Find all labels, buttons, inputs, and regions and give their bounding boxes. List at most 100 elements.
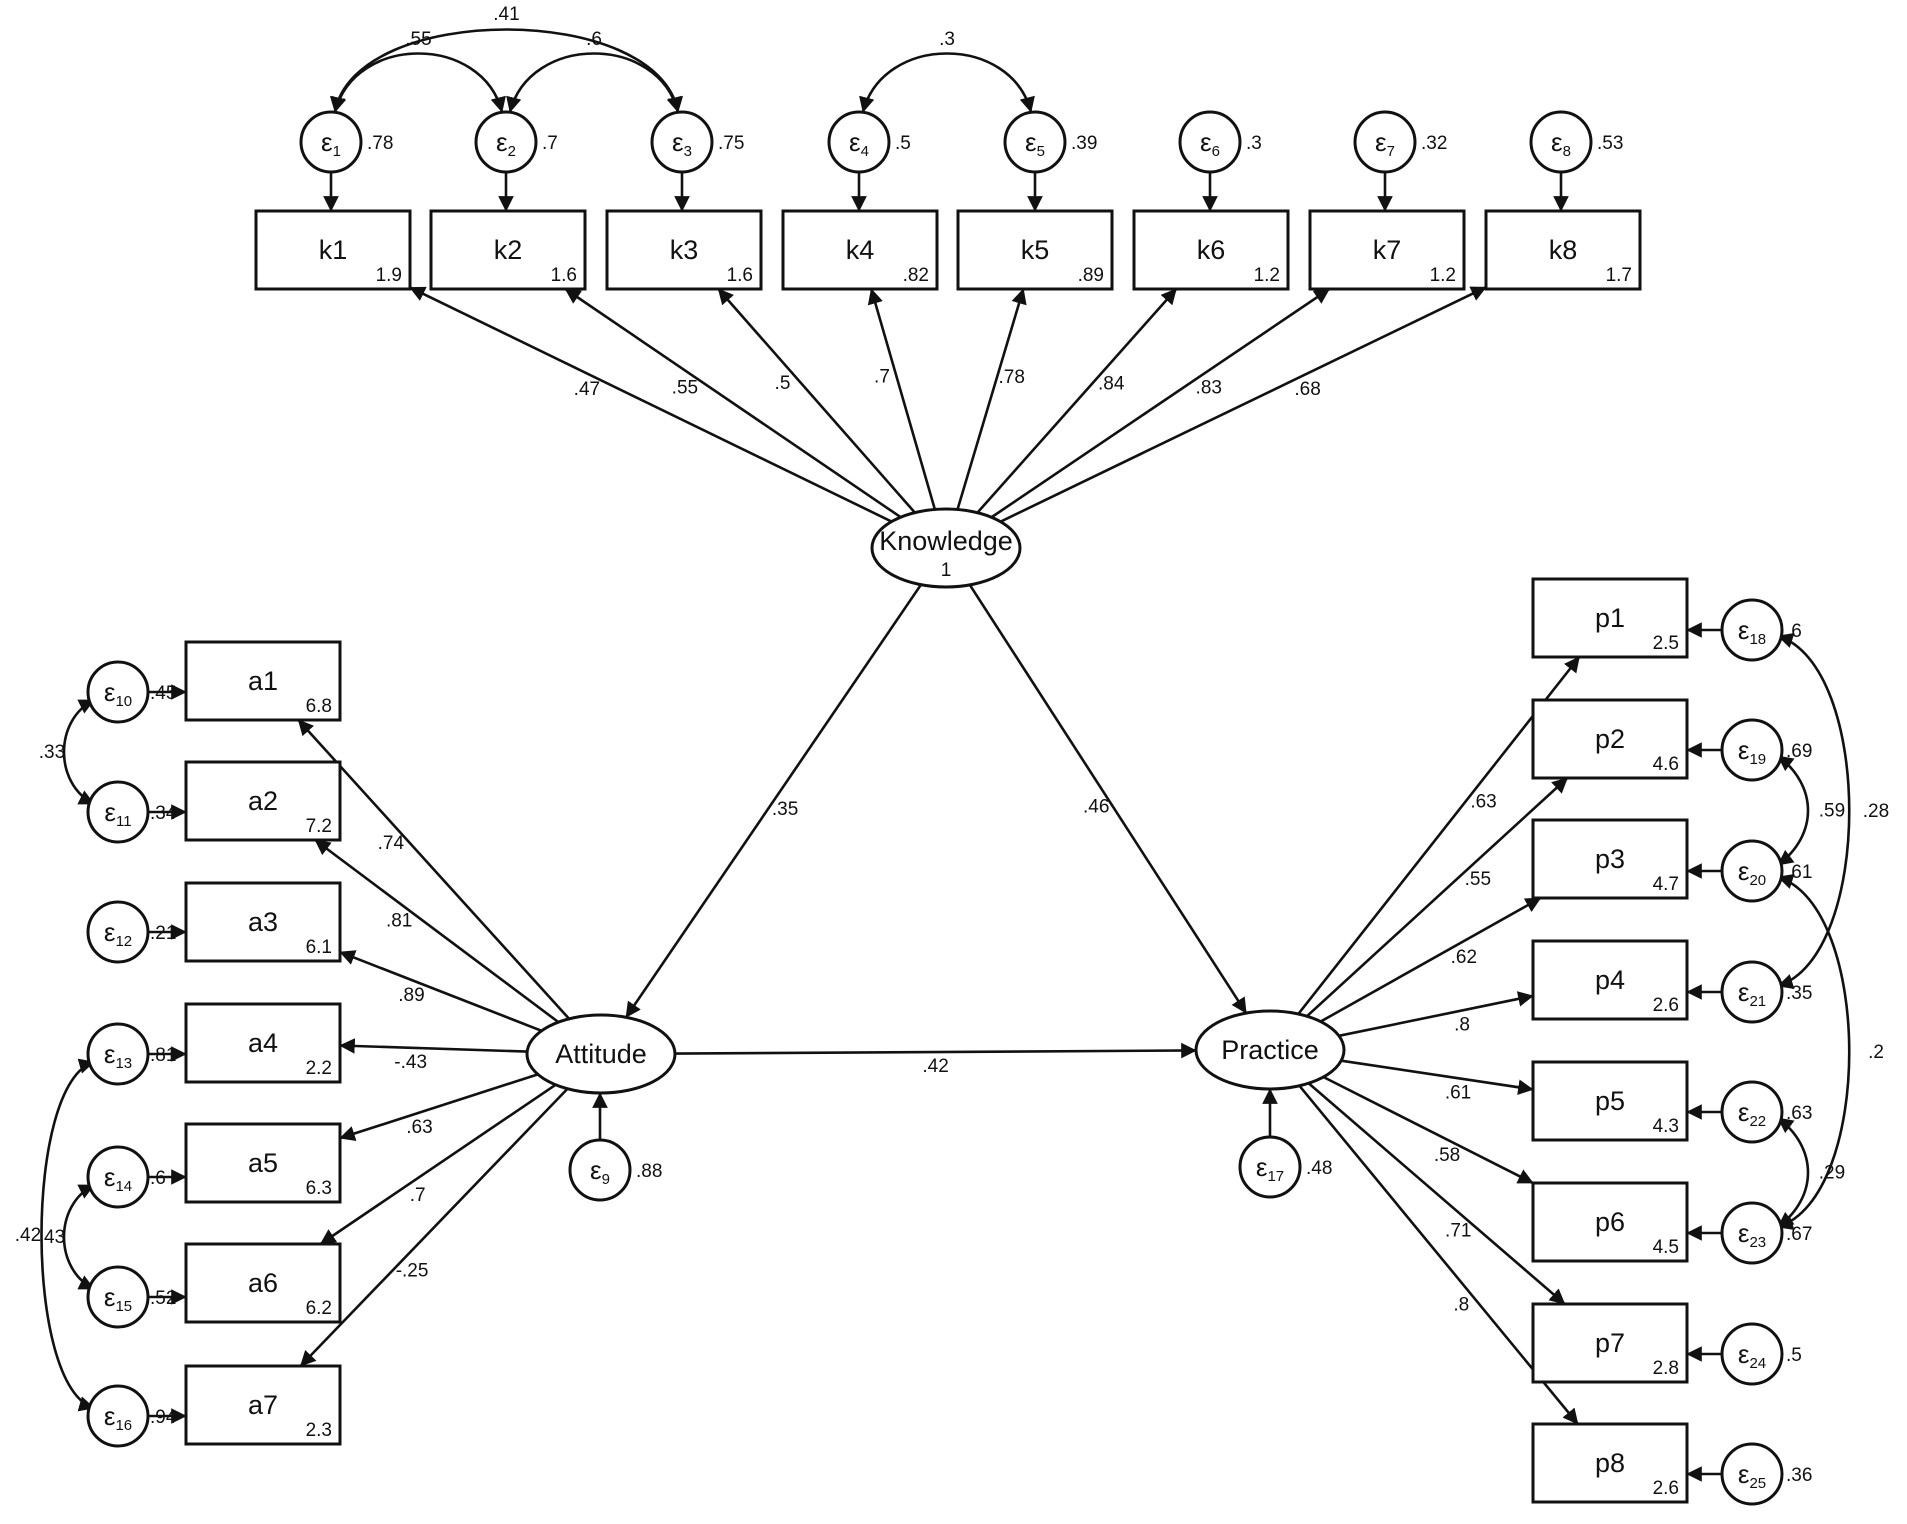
error-e16 xyxy=(86,1384,150,1448)
error-e14 xyxy=(86,1145,150,1209)
covariance-e18-e21 xyxy=(1777,633,1851,989)
loading-practice-p7-coef: .71 xyxy=(1445,1221,1471,1242)
observed-p4 xyxy=(1531,939,1689,1021)
latent-knowledge xyxy=(870,507,1022,589)
covariance-e22-e23 xyxy=(1777,1116,1810,1229)
path-attitude-practice-coef: .42 xyxy=(922,1056,948,1077)
observed-p3-intercept: 4.7 xyxy=(1653,874,1679,895)
observed-a3-label: a3 xyxy=(248,907,278,937)
covariance-e20-e23 xyxy=(1777,874,1851,1230)
loading-attitude-a5 xyxy=(339,1073,539,1142)
path-knowledge-attitude xyxy=(624,583,923,1019)
error-e4 xyxy=(827,110,891,174)
observed-a4-label: a4 xyxy=(248,1028,278,1058)
error-e21 xyxy=(1720,960,1784,1024)
error-e3-variance: .75 xyxy=(718,133,744,154)
observed-a4-intercept: 2.2 xyxy=(306,1058,332,1079)
error-e22 xyxy=(1720,1080,1784,1144)
loading-practice-p5 xyxy=(1340,1059,1534,1095)
loading-knowledge-k5 xyxy=(956,288,1027,510)
observed-k2 xyxy=(429,209,587,291)
observed-a6-label: a6 xyxy=(248,1268,278,1298)
error-e4-variance: .5 xyxy=(895,133,911,154)
error-e17-variance: .48 xyxy=(1306,1158,1332,1179)
loading-practice-p2 xyxy=(1306,777,1569,1018)
latent-attitude-label: Attitude xyxy=(555,1039,647,1069)
error-e11 xyxy=(86,780,150,844)
labels-layer: .47.55.5.7.78.84.83.68.74.81.89-.43.63.7… xyxy=(15,4,1889,1499)
observed-p8 xyxy=(1531,1422,1689,1504)
loading-knowledge-k7-coef: .83 xyxy=(1196,377,1222,398)
loading-attitude-a4-coef: -.43 xyxy=(394,1052,427,1073)
error-e25-variance: .36 xyxy=(1786,1465,1812,1486)
observed-p6-label: p6 xyxy=(1595,1207,1625,1237)
error-e6 xyxy=(1178,110,1242,174)
loading-practice-p4 xyxy=(1338,991,1534,1038)
error-e18 xyxy=(1720,598,1784,662)
loading-practice-p1-coef: .63 xyxy=(1470,791,1496,812)
observed-a1-label: a1 xyxy=(248,666,278,696)
loading-knowledge-k8-coef: .68 xyxy=(1294,379,1320,400)
observed-k5 xyxy=(956,209,1114,291)
loading-knowledge-k6 xyxy=(976,288,1178,514)
covariance-e14-e15 xyxy=(62,1183,95,1291)
error-e15 xyxy=(86,1265,150,1329)
loading-knowledge-k2 xyxy=(564,287,902,519)
observed-a2 xyxy=(184,760,342,842)
loading-attitude-a3-coef: .89 xyxy=(398,985,424,1006)
covariance-e19-e20 xyxy=(1777,754,1810,867)
path-attitude-practice xyxy=(674,1042,1197,1059)
error-e5 xyxy=(1003,110,1067,174)
observed-p3 xyxy=(1531,818,1689,900)
loading-knowledge-k3 xyxy=(717,288,916,514)
error-e2 xyxy=(474,110,538,174)
observed-p5 xyxy=(1531,1060,1689,1142)
loading-practice-p6 xyxy=(1322,1075,1534,1185)
observed-a6 xyxy=(184,1242,342,1324)
error-e25 xyxy=(1720,1442,1784,1506)
observed-a3 xyxy=(184,881,342,963)
error-e16-variance: .94 xyxy=(150,1407,177,1428)
loading-attitude-a1 xyxy=(297,719,571,1020)
error-e1 xyxy=(299,110,363,174)
observed-p2-intercept: 4.6 xyxy=(1653,754,1679,775)
observed-p2 xyxy=(1531,698,1689,780)
observed-k3-label: k3 xyxy=(670,235,699,265)
latent-practice xyxy=(1194,1009,1346,1091)
observed-k3-intercept: 1.6 xyxy=(727,265,753,286)
observed-a7-label: a7 xyxy=(248,1390,278,1420)
covariance-e1-e3 xyxy=(330,28,683,113)
covariance-e1-e2 xyxy=(331,52,506,113)
nodes-layer xyxy=(86,110,1784,1506)
loading-practice-p3-coef: .62 xyxy=(1451,947,1477,968)
observed-a1-intercept: 6.8 xyxy=(306,696,332,717)
observed-k7-label: k7 xyxy=(1373,235,1402,265)
observed-k4-intercept: .82 xyxy=(903,265,929,286)
observed-a1 xyxy=(184,640,342,722)
observed-a5 xyxy=(184,1122,342,1204)
path-knowledge-practice-coef: .46 xyxy=(1083,797,1109,818)
covariance-e4-e5 xyxy=(859,52,1035,113)
loading-knowledge-k7 xyxy=(990,287,1331,519)
loading-practice-p6-coef: .58 xyxy=(1434,1145,1460,1166)
error-e6-variance: .3 xyxy=(1246,133,1262,154)
error-e1-variance: .78 xyxy=(367,133,393,154)
path-knowledge-attitude-coef: .35 xyxy=(772,799,798,820)
latent-knowledge-variance: 1 xyxy=(941,560,952,581)
path-knowledge-practice xyxy=(968,584,1248,1014)
observed-k3 xyxy=(605,209,763,291)
error-e23 xyxy=(1720,1201,1784,1265)
observed-p3-label: p3 xyxy=(1595,844,1625,874)
observed-k6 xyxy=(1132,209,1290,291)
loading-attitude-a7-coef: -.25 xyxy=(396,1260,429,1281)
error-e12 xyxy=(86,900,150,964)
loading-attitude-a2 xyxy=(314,838,560,1024)
observed-a5-label: a5 xyxy=(248,1148,278,1178)
loading-knowledge-k4-coef: .7 xyxy=(874,367,890,388)
error-e12-variance: .21 xyxy=(150,923,176,944)
observed-p7 xyxy=(1531,1302,1689,1384)
covariance-e13-e16 xyxy=(40,1058,95,1412)
observed-p7-label: p7 xyxy=(1595,1328,1625,1358)
loading-attitude-a4 xyxy=(339,1038,528,1054)
